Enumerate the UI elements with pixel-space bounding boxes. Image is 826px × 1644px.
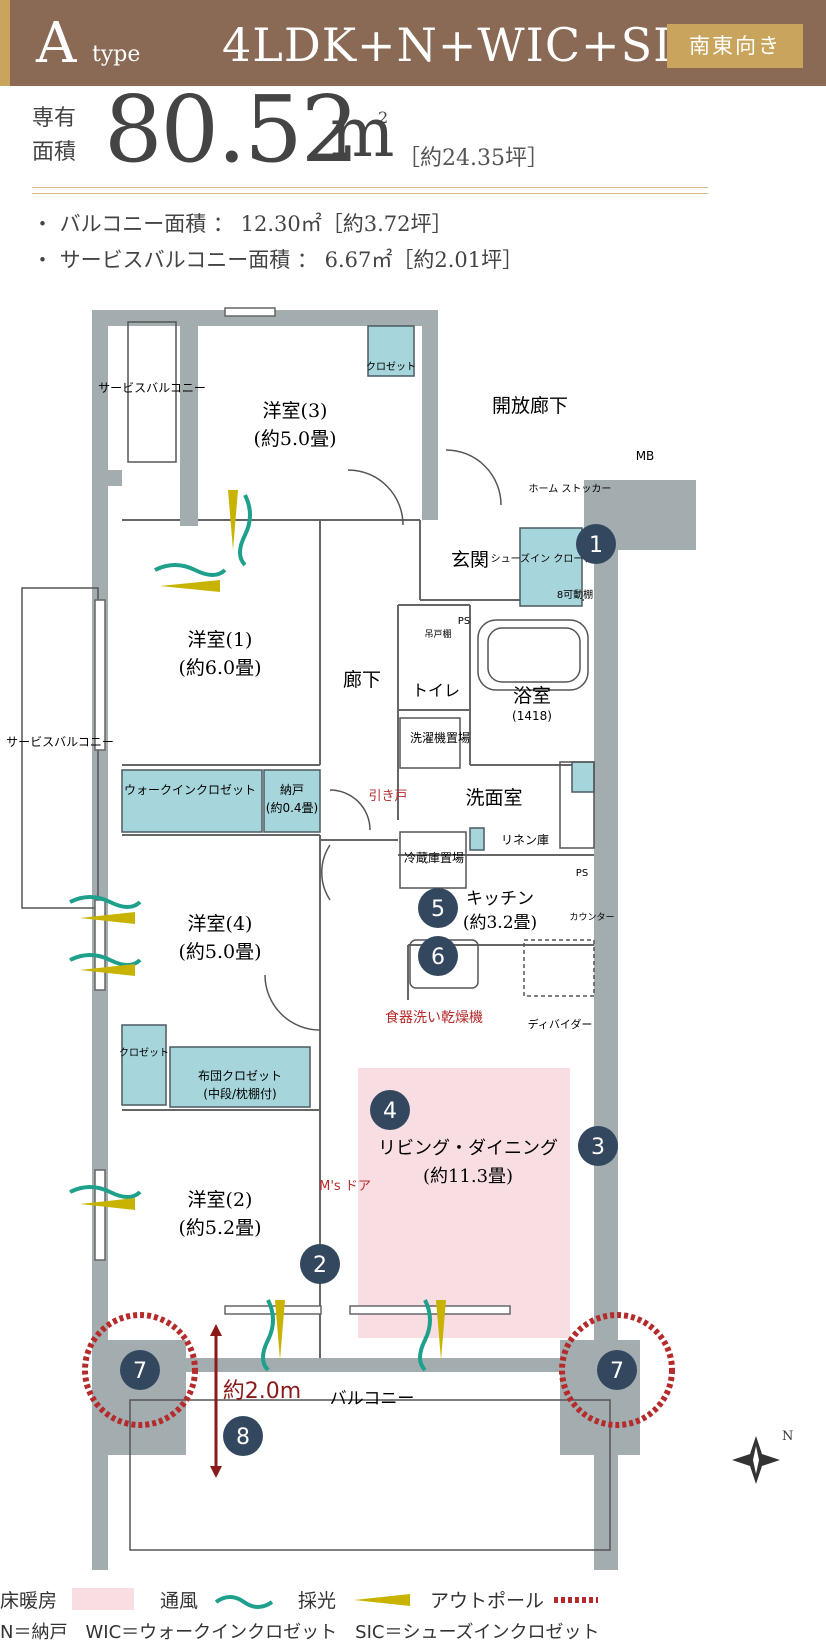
label-hanging-cabinet: 吊戸棚	[424, 628, 451, 640]
svg-text:3: 3	[591, 1135, 605, 1160]
divider-line	[32, 193, 708, 194]
label-room2: 洋室(2)	[188, 1189, 253, 1211]
legend-daylight-icon	[354, 1594, 410, 1606]
label-washer: 洗濯機置場	[410, 730, 470, 745]
marker-7-left: 7	[120, 1350, 160, 1390]
marker-5: 5	[418, 888, 458, 928]
legend: 床暖房 通風 採光 アウトポール	[0, 1586, 826, 1614]
area-unit-sup: 2	[378, 108, 389, 127]
svg-text:8: 8	[236, 1425, 250, 1450]
label-ps-1: PS	[458, 616, 470, 627]
orientation-badge: 南東向き	[667, 24, 803, 68]
label-shoes-in-cloak: シューズイン クローク	[491, 552, 594, 565]
svg-text:7: 7	[133, 1359, 147, 1384]
label-storage: 納戸	[280, 783, 304, 797]
svg-text:5: 5	[431, 897, 445, 922]
label-sliding-door: 引き戸	[368, 789, 407, 804]
label-linen: リネン庫	[501, 833, 549, 847]
divider-line	[32, 187, 708, 188]
area-value: 80.52	[104, 76, 359, 183]
marker-2: 2	[300, 1244, 340, 1284]
label-counter: カウンター	[569, 912, 614, 923]
label-futon-closet-sub: (中段/枕棚付)	[203, 1086, 276, 1101]
area-tsubo: ［約24.35坪］	[398, 146, 549, 171]
marker-8: 8	[223, 1416, 263, 1456]
svg-text:2: 2	[313, 1253, 327, 1278]
label-fridge: 冷蔵庫置場	[404, 851, 464, 865]
label-room4-size: (約5.0畳)	[178, 941, 261, 963]
daylight-icons	[80, 490, 446, 1360]
walls	[92, 310, 696, 1570]
legend-ventilation: 通風	[160, 1590, 199, 1612]
note-balcony: ・ バルコニー面積 ： 12.30㎡［約3.72坪］	[32, 212, 453, 236]
marker-4: 4	[370, 1090, 410, 1130]
svg-text:6: 6	[431, 945, 445, 970]
label-room4: 洋室(4)	[188, 913, 253, 935]
svg-text:1: 1	[589, 533, 603, 558]
label-living-size: (約11.3畳)	[423, 1166, 513, 1187]
label-movable-shelf: 8可動棚	[557, 588, 593, 601]
label-room2-size: (約5.2畳)	[178, 1217, 261, 1239]
layout-name: 4LDK+N+WIC+SIC	[222, 18, 709, 72]
header-accent-bar	[0, 0, 10, 86]
label-home-stocker: ホーム ストッカー	[529, 483, 612, 495]
label-toilet: トイレ	[412, 681, 460, 700]
label-walk-in-closet: ウォークインクロゼット	[124, 783, 256, 797]
label-balcony: バルコニー	[330, 1389, 415, 1409]
closets	[121, 325, 595, 1108]
label-room1: 洋室(1)	[188, 629, 253, 651]
compass-icon	[732, 1436, 780, 1484]
ventilation-icons	[69, 494, 432, 1372]
legend-floor-heating: 床暖房	[0, 1590, 58, 1612]
label-room3-size: (約5.0畳)	[253, 428, 336, 450]
label-ps-2: PS	[576, 868, 588, 879]
label-ms-door: M's ドア	[319, 1179, 371, 1194]
legend-outpole-icon	[554, 1597, 598, 1603]
area-unit: m	[330, 94, 395, 173]
label-closet-top: クロゼット	[366, 361, 416, 373]
label-living: リビング・ダイニング	[378, 1138, 558, 1159]
outpole-right	[559, 1312, 675, 1428]
label-storage-size: (約0.4畳)	[266, 800, 318, 815]
legend-daylight: 採光	[298, 1590, 337, 1612]
type-letter: A	[36, 11, 77, 76]
svg-text:7: 7	[610, 1359, 624, 1384]
area-label: 専有面積	[32, 106, 77, 165]
marker-7-right: 7	[597, 1350, 637, 1390]
label-futon-closet: 布団クロゼット	[198, 1069, 282, 1083]
label-washroom: 洗面室	[465, 787, 522, 809]
type-word: type	[92, 42, 141, 67]
label-closet-small: クロゼット	[119, 1047, 169, 1059]
label-depth: 約2.0m	[223, 1379, 301, 1404]
label-bath: 浴室	[513, 685, 551, 707]
label-kitchen: キッチン	[466, 889, 534, 909]
legend-floor-heating-swatch	[72, 1588, 134, 1610]
note-service-balcony: ・ サービスバルコニー面積 ： 6.67㎡［約2.01坪］	[32, 248, 524, 272]
label-service-balcony-left: サービスバルコニー	[6, 735, 114, 749]
depth-arrow	[210, 1324, 222, 1478]
label-service-balcony-top: サービスバルコニー	[98, 381, 206, 395]
label-mb: MB	[636, 449, 655, 463]
svg-text:4: 4	[383, 1099, 397, 1124]
compass-label: N	[782, 1429, 793, 1444]
label-entrance: 玄関	[451, 549, 489, 571]
marker-3: 3	[578, 1126, 618, 1166]
label-kitchen-size: (約3.2畳)	[463, 913, 537, 933]
label-corridor: 廊下	[343, 669, 381, 691]
label-room3: 洋室(3)	[263, 400, 328, 422]
label-divider: ディバイダー	[528, 1017, 593, 1031]
marker-6: 6	[418, 936, 458, 976]
label-room1-size: (約6.0畳)	[178, 657, 261, 679]
legend-ventilation-icon	[214, 1595, 274, 1609]
floor-plan: N 洋室(3) (約5.0畳) 開放廊下 MB ホーム ストッカー 玄関 シュー…	[6, 307, 793, 1570]
label-dishwasher: 食器洗い乾燥機	[385, 1009, 483, 1026]
legend-outpole: アウトポール	[430, 1590, 545, 1612]
outpole-left	[82, 1312, 198, 1428]
footnote: N＝納戸 WIC＝ウォークインクロゼット SIC＝シューズインクロゼット	[0, 1622, 600, 1643]
label-bath-size: (1418)	[512, 709, 552, 723]
marker-1: 1	[576, 524, 616, 564]
label-open-corridor: 開放廊下	[492, 395, 568, 417]
